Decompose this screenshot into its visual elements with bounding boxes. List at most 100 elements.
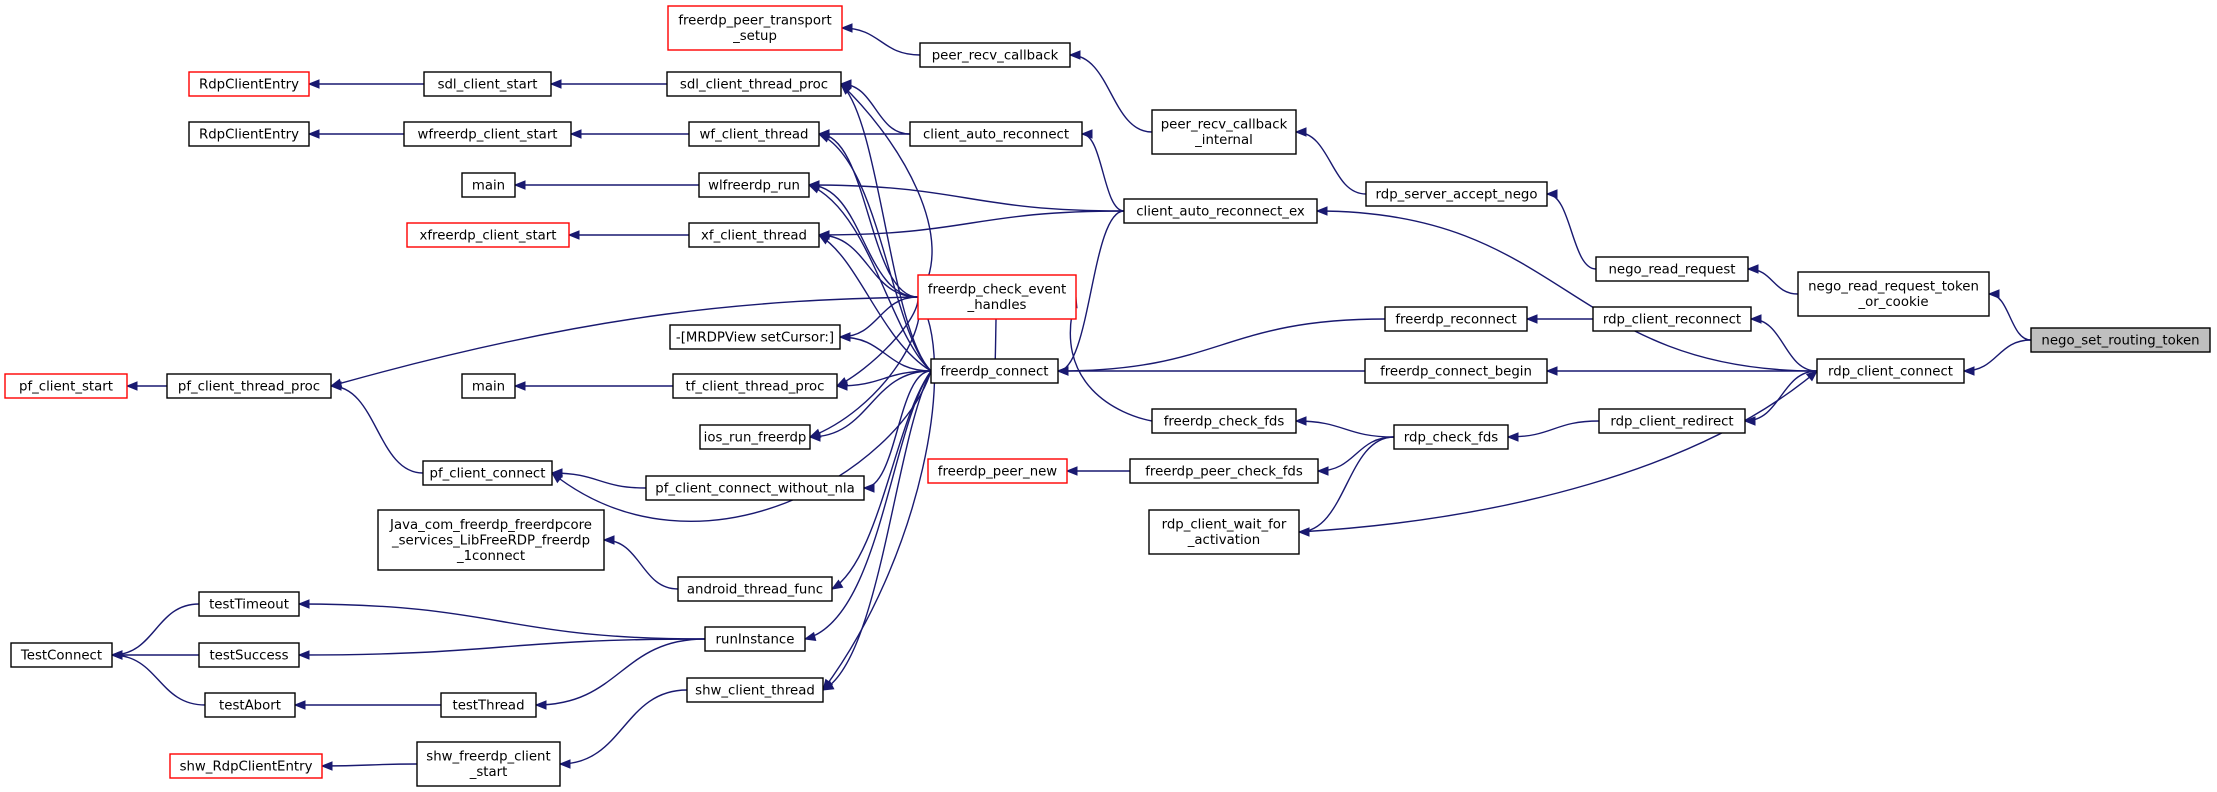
edge-line <box>840 83 932 372</box>
function-node[interactable]: RdpClientEntry <box>188 71 310 97</box>
function-node-box <box>461 373 516 399</box>
function-node[interactable]: main <box>461 172 516 198</box>
arrowhead <box>803 631 817 642</box>
function-node-box <box>188 121 310 147</box>
edge-line <box>808 184 932 372</box>
function-node-box <box>1384 306 1528 332</box>
function-node-box <box>645 475 865 501</box>
function-node[interactable]: freerdp_peer_check_fds <box>1129 458 1319 484</box>
edge-line <box>1963 339 2032 372</box>
function-node[interactable]: Java_com_freerdp_freerdpcore_services_Li… <box>377 509 605 571</box>
function-node[interactable]: sdl_client_thread_proc <box>666 71 842 97</box>
function-node[interactable]: client_auto_reconnect <box>909 121 1083 147</box>
call-edge-n41-n42 <box>1525 314 1594 324</box>
function-node-label: _services_LibFreeRDP_freerdp <box>391 533 590 548</box>
function-node-label: -[MRDPView setCursor:] <box>676 330 834 345</box>
function-node[interactable]: shw_freerdp_client_start <box>416 741 561 787</box>
function-node-label: wlfreerdp_run <box>708 178 800 193</box>
function-node[interactable]: xfreerdp_client_start <box>406 222 570 248</box>
function-node-label: testTimeout <box>209 597 289 612</box>
function-node-label: rdp_check_fds <box>1404 430 1498 445</box>
function-node-label: pf_client_start <box>19 379 113 394</box>
function-node[interactable]: shw_RdpClientEntry <box>169 753 323 779</box>
function-node[interactable]: rdp_client_connect <box>1816 358 1965 384</box>
function-node-box <box>1129 458 1319 484</box>
arrowhead <box>1080 129 1093 139</box>
call-edge-n21-n43 <box>838 296 919 342</box>
function-node[interactable]: testThread <box>440 692 537 718</box>
function-node[interactable]: shw_client_thread <box>686 677 824 703</box>
function-node-box <box>1816 358 1965 384</box>
function-node-label: _internal <box>1194 133 1253 148</box>
function-node[interactable]: testSuccess <box>198 642 300 668</box>
edge-line <box>298 603 706 640</box>
function-node-box <box>188 71 310 97</box>
function-node[interactable]: rdp_server_accept_nego <box>1365 181 1548 207</box>
arrowhead <box>1805 370 1819 382</box>
function-node[interactable]: xf_client_thread <box>688 222 820 248</box>
function-node[interactable]: pf_client_thread_proc <box>166 373 332 399</box>
function-node[interactable]: peer_recv_callback_internal <box>1151 109 1297 155</box>
arrowhead <box>558 759 571 769</box>
function-node[interactable]: nego_read_request <box>1595 256 1749 282</box>
function-node[interactable]: sdl_client_start <box>423 71 552 97</box>
function-node[interactable]: testTimeout <box>198 591 300 617</box>
function-node-label: wfreerdp_client_start <box>418 127 558 142</box>
call-edge-n12-n11 <box>307 79 424 89</box>
function-node[interactable]: nego_read_request_token_or_cookie <box>1797 271 1990 317</box>
function-node[interactable]: RdpClientEntry <box>188 121 310 147</box>
function-node[interactable]: testAbort <box>204 692 296 718</box>
function-node[interactable]: TestConnect <box>10 642 113 668</box>
function-node[interactable]: freerdp_check_event_handles <box>917 274 1077 320</box>
function-node[interactable]: rdp_check_fds <box>1393 424 1509 450</box>
function-node[interactable]: main <box>461 373 516 399</box>
function-node[interactable]: freerdp_peer_transport_setup <box>667 5 843 51</box>
function-node[interactable]: pf_client_connect <box>422 460 553 486</box>
function-node[interactable]: android_thread_func <box>677 576 833 602</box>
call-edge-n10-n20 <box>840 83 932 372</box>
edge-line <box>330 296 919 387</box>
function-node[interactable]: tf_client_thread_proc <box>672 373 838 399</box>
function-node[interactable]: freerdp_check_fds <box>1151 408 1297 434</box>
function-node-box <box>704 626 806 652</box>
function-node[interactable]: peer_recv_callback <box>919 42 1071 68</box>
call-edge-n36-n35 <box>293 700 441 710</box>
function-node[interactable]: -[MRDPView setCursor:] <box>669 324 841 350</box>
function-node-box <box>377 509 605 571</box>
function-node-label: sdl_client_thread_proc <box>680 77 828 92</box>
function-node[interactable]: wfreerdp_client_start <box>403 121 572 147</box>
function-node-label: freerdp_peer_transport <box>678 14 831 29</box>
function-node[interactable]: freerdp_reconnect <box>1384 306 1528 332</box>
function-node-label: shw_RdpClientEntry <box>180 759 313 774</box>
arrowhead <box>307 79 320 89</box>
function-node-label: xfreerdp_client_start <box>420 228 557 243</box>
function-node[interactable]: rdp_client_wait_for_activation <box>1148 509 1300 555</box>
function-node[interactable]: client_auto_reconnect_ex <box>1123 198 1318 224</box>
function-node-label: nego_read_request_token <box>1808 280 1979 295</box>
function-node[interactable]: freerdp_connect_begin <box>1364 358 1548 384</box>
function-node[interactable]: wf_client_thread <box>688 121 820 147</box>
function-node[interactable]: freerdp_connect <box>930 358 1059 384</box>
call-edge-n15-n14 <box>307 129 404 139</box>
function-node[interactable]: rdp_client_reconnect <box>1592 306 1752 332</box>
function-node[interactable]: wlfreerdp_run <box>698 172 810 198</box>
call-edge-n16-n8 <box>807 180 1125 212</box>
function-node-label: rdp_client_reconnect <box>1603 312 1741 327</box>
function-node[interactable]: ios_run_freerdp <box>699 424 811 450</box>
call-edge-n13-n20 <box>817 133 932 372</box>
function-node[interactable]: rdp_client_redirect <box>1598 408 1746 434</box>
function-node[interactable]: freerdp_peer_new <box>927 458 1068 484</box>
function-node[interactable]: pf_client_connect_without_nla <box>645 475 865 501</box>
call-edge-n28-n27 <box>125 381 167 391</box>
arrowhead <box>569 129 582 139</box>
function-node-box <box>1393 424 1509 450</box>
edge-line <box>804 370 932 640</box>
function-node-label: freerdp_check_event <box>928 283 1066 298</box>
function-node[interactable]: nego_set_routing_token <box>2030 327 2211 353</box>
function-node-box <box>1592 306 1752 332</box>
function-node[interactable]: runInstance <box>704 626 806 652</box>
arrowhead <box>293 700 306 710</box>
arrowhead <box>835 377 849 387</box>
function-node[interactable]: pf_client_start <box>4 373 128 399</box>
